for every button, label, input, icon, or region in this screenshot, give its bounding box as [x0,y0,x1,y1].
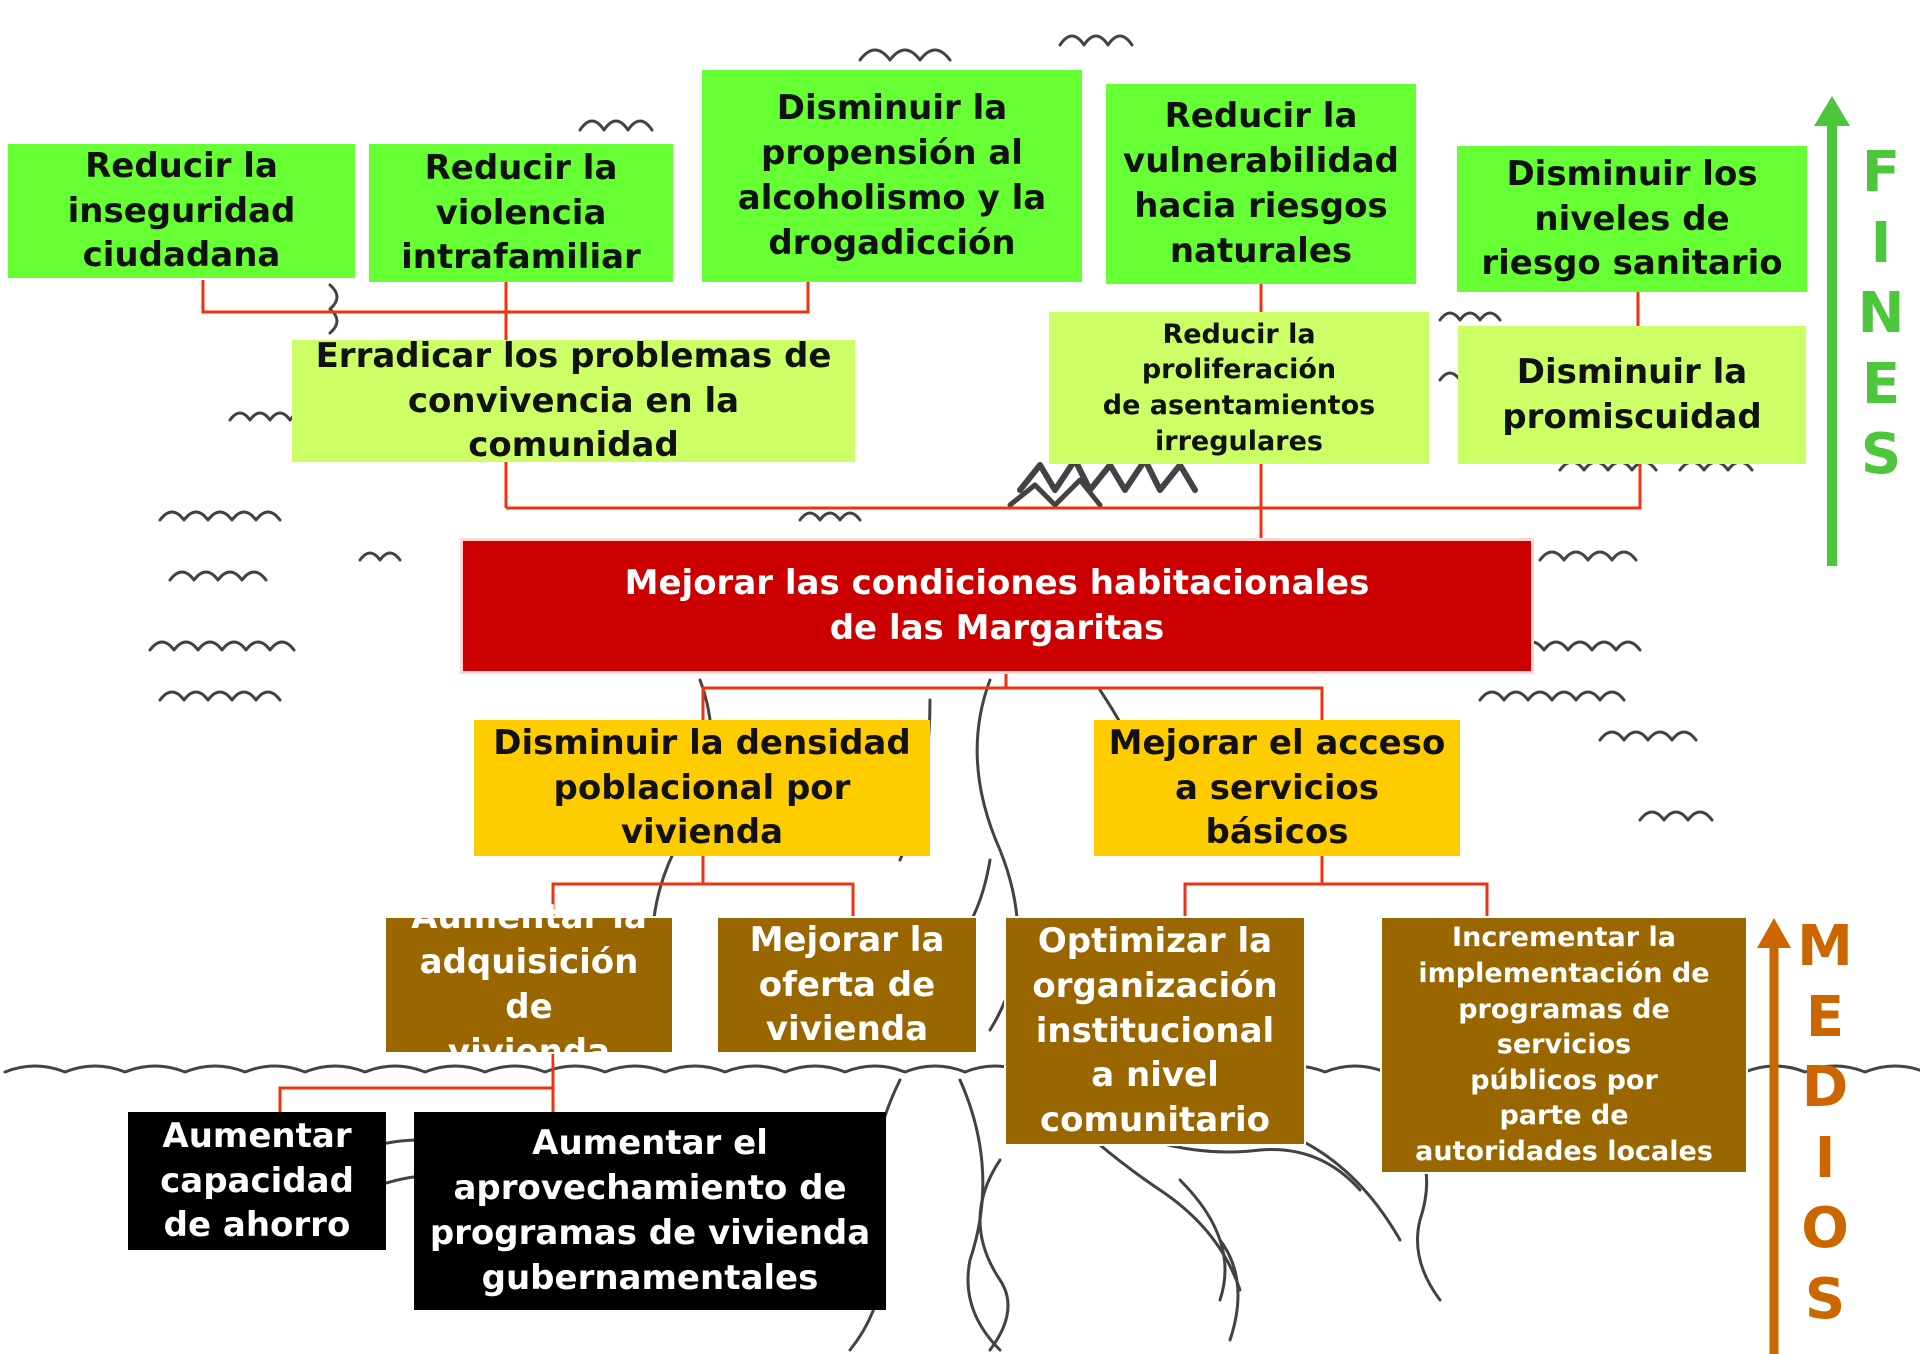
central-objective: Mejorar las condiciones habitacionales d… [460,538,1534,674]
means-increase-public-services-programs: Incrementar la implementación de program… [1380,916,1748,1174]
end-reduce-addiction: Disminuir la propensión al alcoholismo y… [702,70,1082,282]
fines-arrow [1814,96,1850,566]
end-reduce-irregular-settlements: Reducir la proliferación de asentamiento… [1049,312,1429,464]
end-reduce-citizen-insecurity: Reducir la inseguridad ciudadana [8,144,355,278]
end-eradicate-coexistence-problems: Erradicar los problemas de convivencia e… [292,336,855,465]
means-reduce-population-density: Disminuir la densidad poblacional por vi… [474,720,930,856]
end-reduce-domestic-violence: Reducir la violencia intrafamiliar [369,144,673,282]
means-optimize-community-organization: Optimizar la organización institucional … [1004,916,1306,1146]
end-reduce-sanitary-risk: Disminuir los niveles de riesgo sanitari… [1457,146,1807,292]
means-improve-basic-services-access: Mejorar el acceso a servicios básicos [1094,720,1460,856]
means-leverage-government-housing-programs: Aumentar el aprovechamiento de programas… [414,1112,886,1310]
means-increase-housing-acquisition: Aumentar la adquisición de vivienda [384,897,674,1072]
means-improve-housing-supply: Mejorar la oferta de vivienda [716,916,978,1054]
medios-label: M E D I O S [1797,914,1853,1332]
end-reduce-promiscuity: Disminuir la promiscuidad [1458,326,1806,464]
means-increase-savings-capacity: Aumentar capacidad de ahorro [128,1112,386,1250]
fines-label: F I N E S [1857,140,1905,488]
end-reduce-natural-risk-vulnerability: Reducir la vulnerabilidad hacia riesgos … [1106,84,1416,284]
medios-arrow [1757,918,1791,1354]
